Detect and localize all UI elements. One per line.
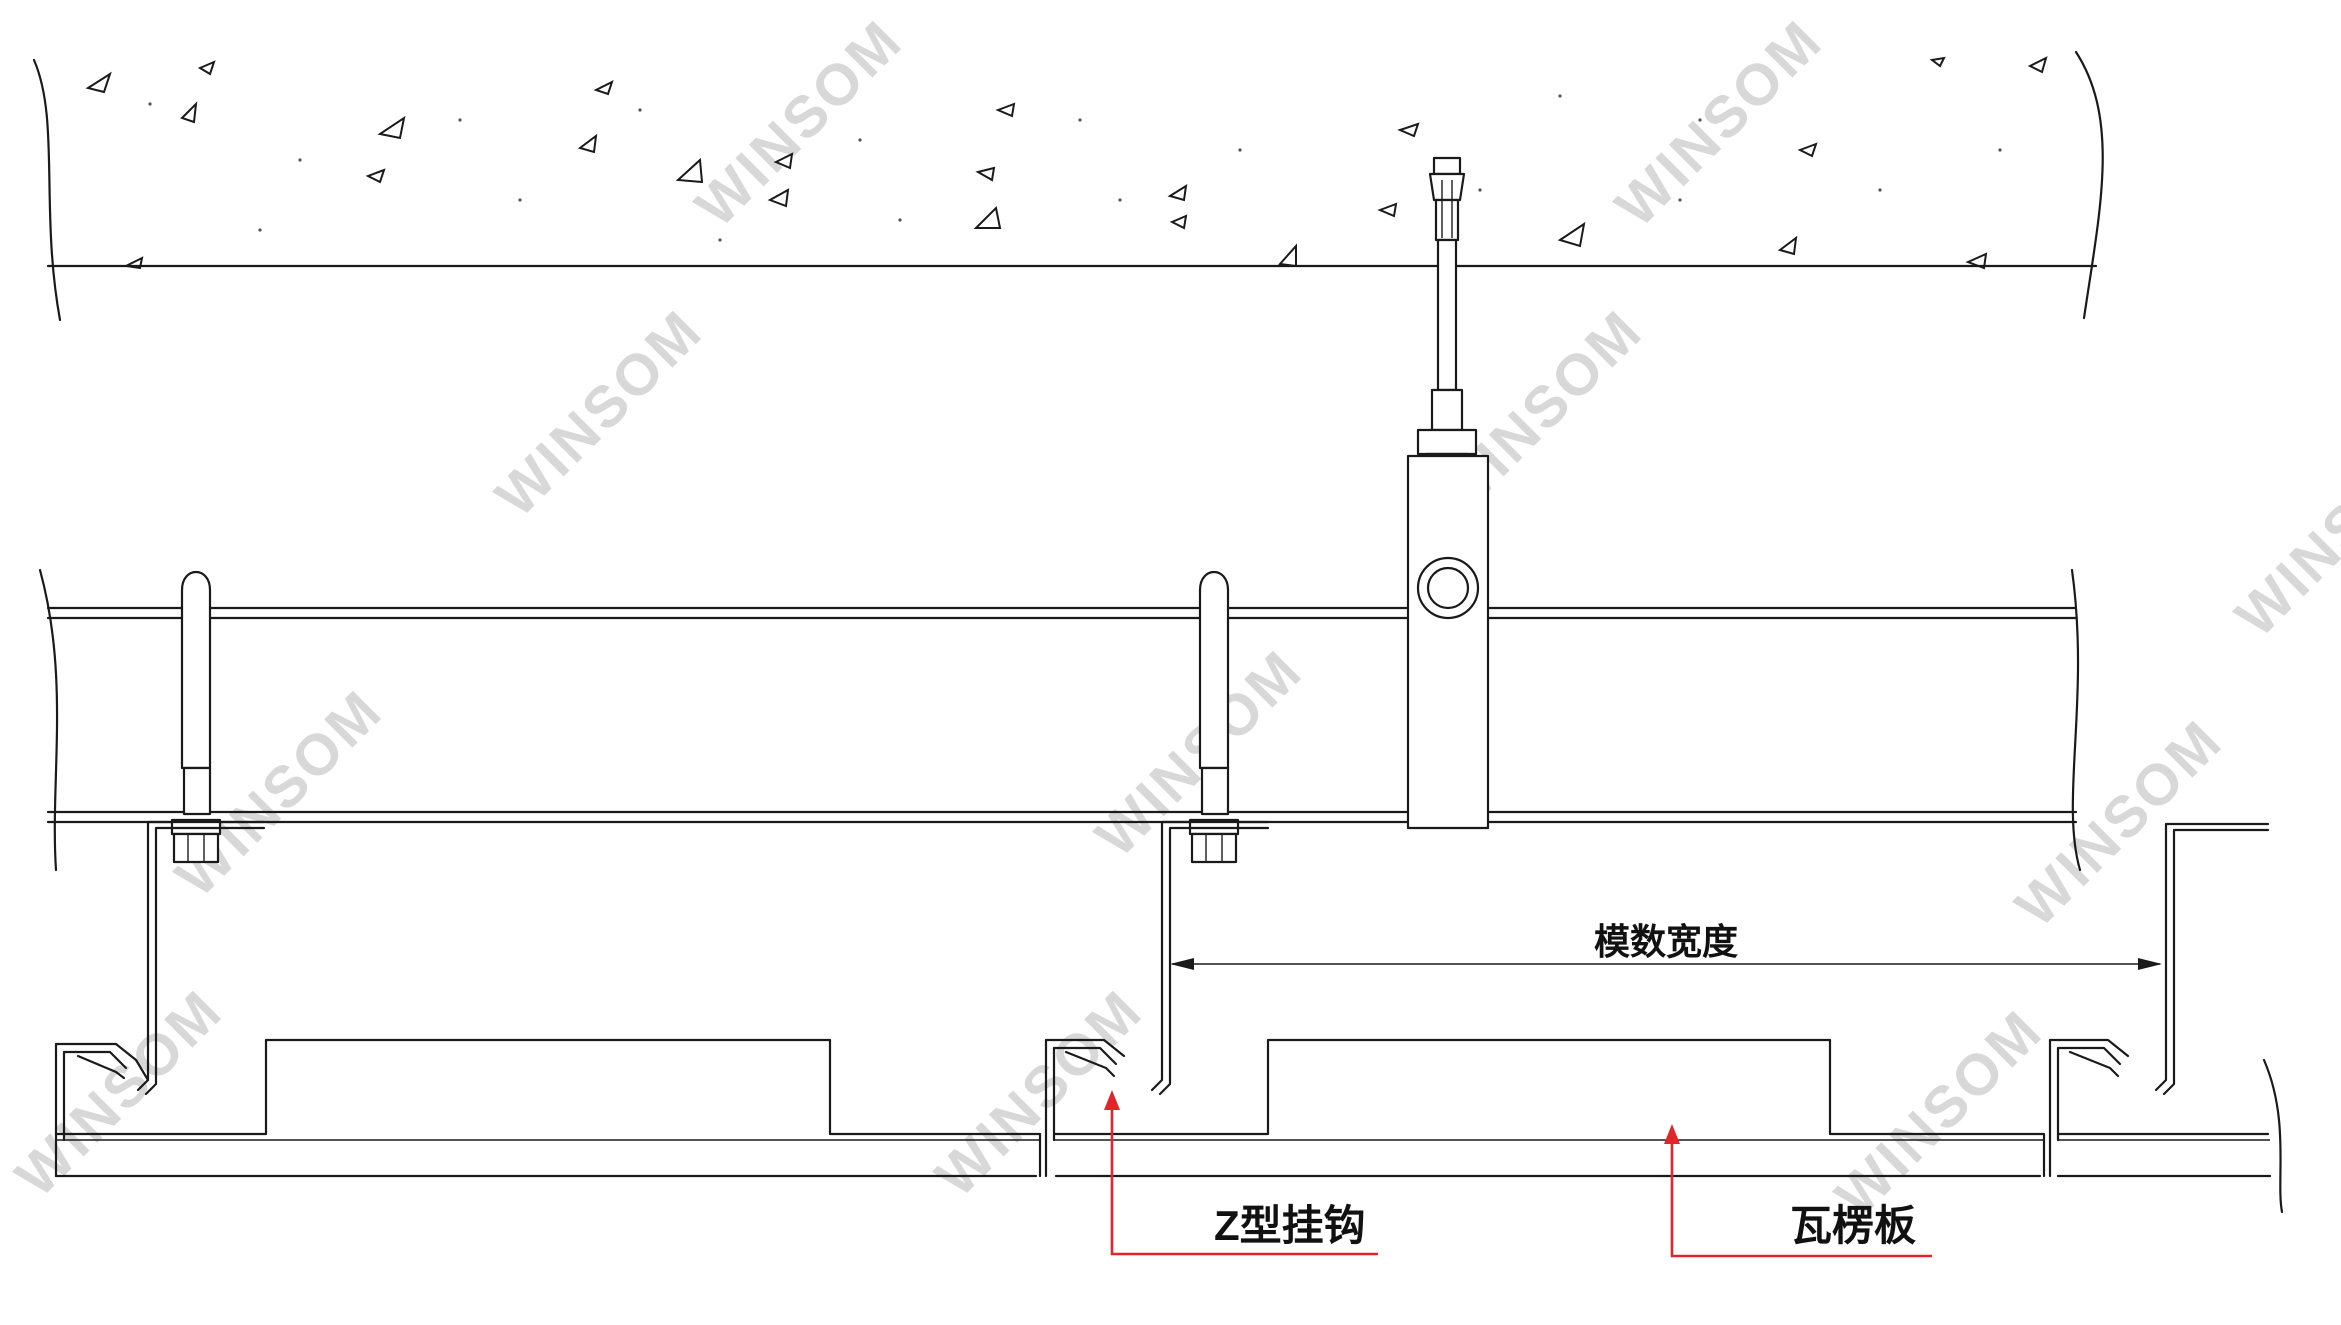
z-hook-label: Z型挂钩 — [1214, 1202, 1366, 1249]
watermark: WINSOM — [1823, 997, 2055, 1229]
z-hook-middle — [1150, 820, 1270, 1096]
watermark: WINSOM — [483, 297, 715, 529]
z-hook-right — [2154, 822, 2270, 1096]
module-width-dimension: 模数宽度 — [1170, 921, 2162, 970]
watermark: WINSOM — [683, 7, 915, 239]
tile-panel-callout: 瓦楞板 — [1664, 1124, 1932, 1258]
watermark: WINSOM — [1603, 7, 1835, 239]
z-hook-left — [136, 820, 266, 1096]
z-hook-callout: Z型挂钩 — [1104, 1090, 1378, 1256]
tile-panel-middle — [1044, 1038, 2046, 1178]
tile-panel-label: 瓦楞板 — [1790, 1202, 1916, 1249]
tile-panel-left — [54, 1038, 1042, 1178]
watermark: WINSOM — [3, 977, 235, 1209]
hanger-clip — [1406, 454, 1490, 830]
watermark: WINSOM — [2223, 417, 2341, 649]
aggregate-pattern — [85, 56, 2048, 270]
module-width-label: 模数宽度 — [1594, 921, 1738, 962]
j-bolt-middle — [1188, 571, 1240, 864]
tile-panel-right — [2048, 1038, 2284, 1214]
concrete-slab — [32, 50, 2104, 322]
